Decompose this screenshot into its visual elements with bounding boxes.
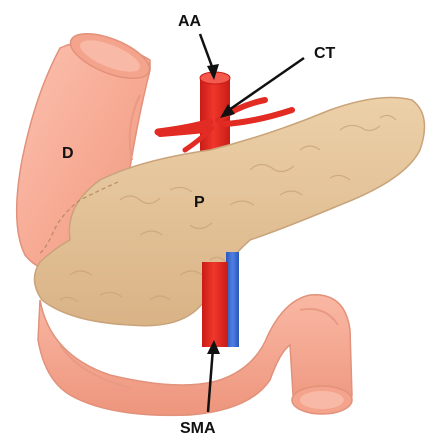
label-d: D (62, 145, 74, 162)
label-ct: CT (314, 45, 336, 62)
celiac-trunk-front (160, 130, 205, 134)
label-sma: SMA (180, 420, 216, 437)
superior-mesenteric-vessels (202, 252, 239, 347)
label-aa: AA (178, 13, 202, 30)
label-p: P (194, 194, 205, 211)
